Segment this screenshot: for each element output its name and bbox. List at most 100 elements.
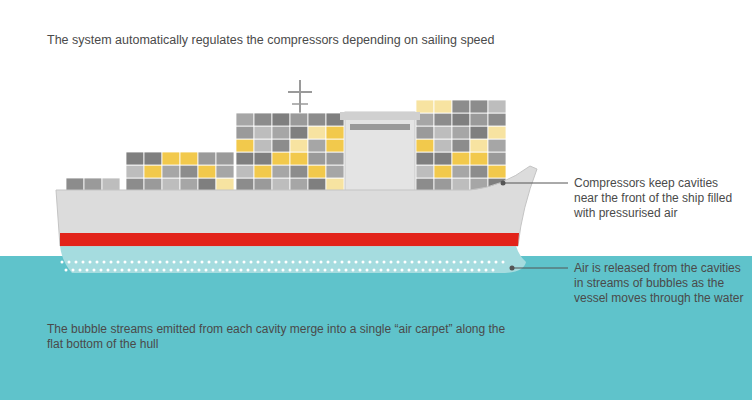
container: [308, 113, 326, 126]
container: [236, 152, 254, 165]
container: [308, 178, 326, 191]
container: [452, 178, 470, 191]
container: [272, 165, 290, 178]
container: [162, 178, 180, 191]
container: [416, 139, 434, 152]
container: [144, 152, 162, 165]
container: [254, 178, 272, 191]
container: [254, 165, 272, 178]
container: [326, 139, 344, 152]
container: [488, 113, 506, 126]
callout-text: Air is released from the cavities in str…: [574, 261, 744, 306]
heading-note: The system automatically regulates the c…: [47, 32, 707, 48]
container: [180, 165, 198, 178]
container: [290, 126, 308, 139]
container: [144, 178, 162, 191]
container: [236, 139, 254, 152]
bridge-windows: [350, 124, 410, 130]
container: [236, 178, 254, 191]
container: [416, 152, 434, 165]
bridge-roof: [340, 112, 420, 120]
container: [272, 139, 290, 152]
container: [126, 178, 144, 191]
container: [326, 126, 344, 139]
sea: [0, 256, 752, 400]
container: [416, 165, 434, 178]
container: [488, 100, 506, 113]
container: [254, 126, 272, 139]
container: [452, 113, 470, 126]
container: [272, 113, 290, 126]
container: [290, 178, 308, 191]
container: [180, 152, 198, 165]
container: [236, 113, 254, 126]
hull: [56, 166, 537, 246]
container: [102, 178, 120, 191]
container: [180, 178, 198, 191]
container: [84, 178, 102, 191]
container: [198, 165, 216, 178]
container: [144, 165, 162, 178]
container: [452, 100, 470, 113]
underwater-hull: [60, 246, 526, 273]
container: [488, 165, 506, 178]
container: [452, 139, 470, 152]
container: [308, 152, 326, 165]
container: [254, 152, 272, 165]
container: [254, 139, 272, 152]
container: [470, 113, 488, 126]
container: [416, 126, 434, 139]
mast-arm: [288, 91, 312, 93]
container-stacks: [66, 100, 506, 191]
container: [126, 152, 144, 165]
container: [162, 165, 180, 178]
container: [308, 165, 326, 178]
container: [236, 126, 254, 139]
container: [452, 126, 470, 139]
container: [434, 126, 452, 139]
container: [470, 126, 488, 139]
container: [416, 100, 434, 113]
callout-text: Compressors keep cavities near the front…: [574, 176, 744, 221]
container: [326, 178, 344, 191]
container: [290, 139, 308, 152]
container: [254, 113, 272, 126]
container: [162, 152, 180, 165]
container: [198, 178, 216, 191]
container: [434, 139, 452, 152]
container: [290, 113, 308, 126]
container: [126, 165, 144, 178]
container: [470, 100, 488, 113]
waterline-stripe: [60, 233, 519, 246]
container: [434, 100, 452, 113]
bridge: [345, 112, 415, 192]
container: [326, 165, 344, 178]
container: [470, 139, 488, 152]
container: [326, 152, 344, 165]
container: [290, 165, 308, 178]
container: [434, 113, 452, 126]
note-text: The bubble streams emitted from each cav…: [47, 322, 517, 352]
container: [272, 126, 290, 139]
container: [452, 152, 470, 165]
bubble-stream: [62, 261, 505, 264]
container: [308, 139, 326, 152]
container: [216, 152, 234, 165]
container: [488, 139, 506, 152]
container: [290, 152, 308, 165]
container: [198, 152, 216, 165]
container: [236, 165, 254, 178]
container: [434, 165, 452, 178]
leader-line: [503, 183, 568, 184]
container: [272, 178, 290, 191]
leader-line: [512, 268, 568, 269]
container: [216, 178, 234, 191]
bubble-stream: [66, 269, 500, 272]
container: [470, 152, 488, 165]
container: [488, 126, 506, 139]
container: [416, 178, 434, 191]
container: [488, 152, 506, 165]
mast-arm: [292, 103, 308, 105]
container: [434, 152, 452, 165]
